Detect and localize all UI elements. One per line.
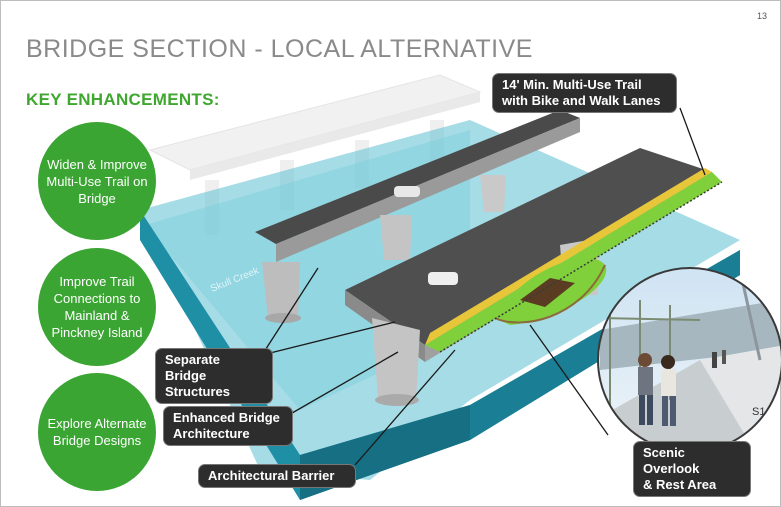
page-title: BRIDGE SECTION - LOCAL ALTERNATIVE xyxy=(26,35,533,63)
callout-enhanced-architecture: Enhanced Bridge Architecture xyxy=(163,406,293,446)
svg-text:S1: S1 xyxy=(752,406,765,418)
overlook-photo-inset: S1 xyxy=(598,268,781,452)
enhancement-trail-connections: Improve Trail Connections to Mainland & … xyxy=(38,248,156,366)
callout-architectural-barrier: Architectural Barrier xyxy=(198,464,356,488)
page-number: 13 xyxy=(756,11,767,21)
callout-multi-use-trail: 14' Min. Multi-Use Trail with Bike and W… xyxy=(492,73,677,113)
front-bridge-structure xyxy=(345,148,723,406)
rear-bridge-structure xyxy=(255,110,580,323)
section-subtitle: KEY ENHANCEMENTS: xyxy=(26,90,220,109)
callout-scenic-overlook: Scenic Overlook & Rest Area xyxy=(633,441,751,497)
callout-separate-structures: Separate Bridge Structures xyxy=(155,348,273,404)
callout-leaders xyxy=(261,107,706,466)
enhancement-bridge-designs: Explore Alternate Bridge Designs xyxy=(38,373,156,491)
enhancement-widen-trail: Widen & Improve Multi-Use Trail on Bridg… xyxy=(38,122,156,240)
